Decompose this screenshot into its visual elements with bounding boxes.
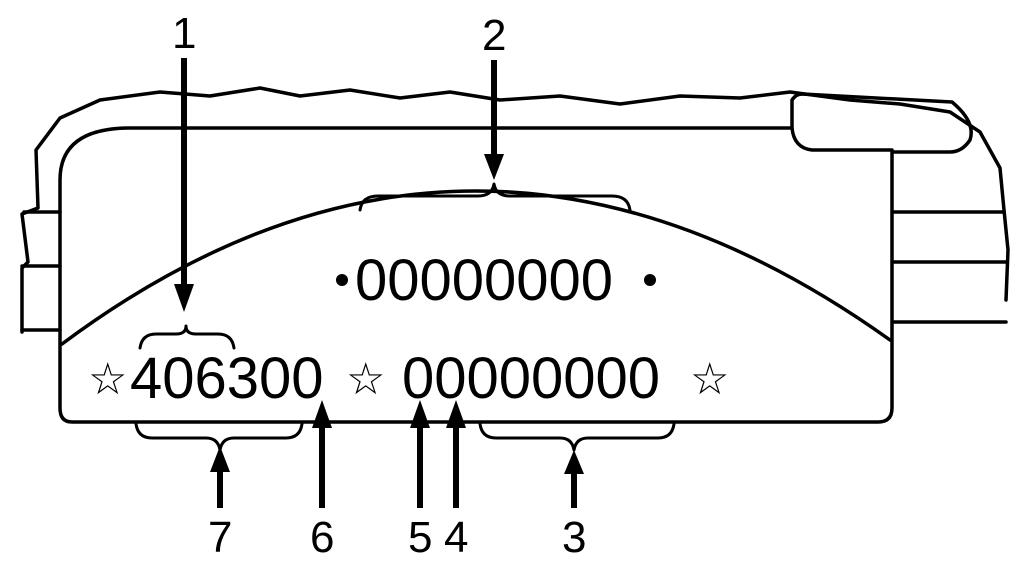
- arrow-3: [564, 450, 584, 508]
- top-dot-left: [336, 274, 348, 286]
- callout-3-label: 3: [562, 513, 586, 562]
- brace-serial-end-bottom: [478, 422, 676, 452]
- star-middle-icon: ☆: [346, 354, 385, 405]
- dome-curve: [60, 189, 892, 346]
- bottom-serial-number: 00000000: [402, 346, 660, 411]
- arrow-7: [210, 446, 230, 508]
- arrow-2: [484, 60, 504, 180]
- brace-prefix-top: [138, 324, 236, 350]
- arrow-5: [410, 400, 430, 508]
- top-serial-number: 00000000: [355, 248, 613, 313]
- callout-7-label: 7: [208, 513, 232, 562]
- star-right-icon: ☆: [690, 354, 729, 405]
- arrow-1: [174, 58, 194, 312]
- arrow-6: [312, 400, 332, 508]
- tab-corner: [790, 126, 894, 152]
- arrow-4: [446, 400, 466, 508]
- brace-top-number: [358, 182, 632, 212]
- callout-6-label: 6: [310, 513, 334, 562]
- brace-prefix-bottom: [134, 422, 304, 452]
- label-body: [58, 92, 973, 424]
- star-left-icon: ☆: [88, 354, 127, 405]
- bottom-serial-prefix: 406300: [130, 346, 324, 411]
- callout-4-label: 4: [444, 513, 468, 562]
- callout-1-label: 1: [172, 9, 196, 58]
- callout-5-label: 5: [408, 513, 432, 562]
- callout-2-label: 2: [482, 11, 506, 60]
- outer-torn-edge: [20, 86, 1010, 334]
- top-dot-right: [644, 274, 656, 286]
